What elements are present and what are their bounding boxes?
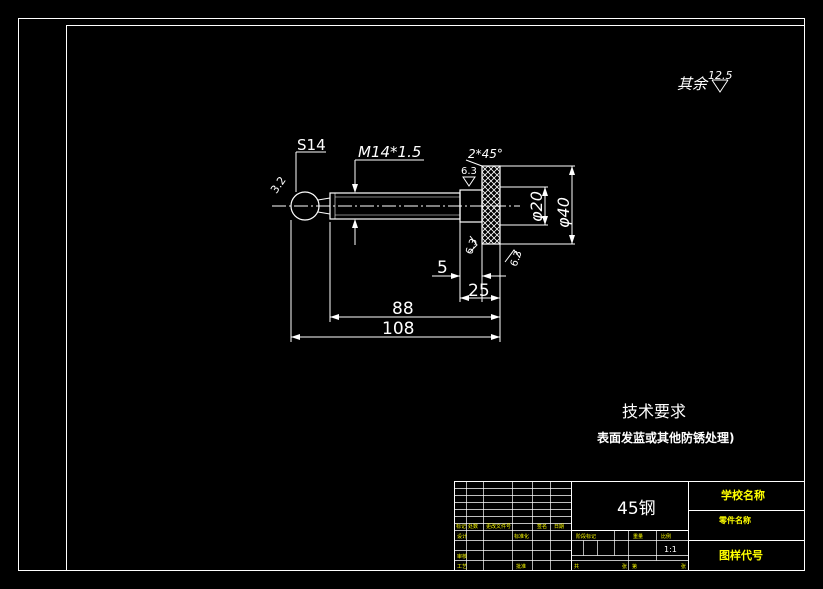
roughness-label-top: 6.3: [461, 166, 477, 177]
dim-88-arrow-b: [491, 314, 500, 320]
part-drawing: [272, 165, 520, 274]
tb-sheet-no-unit: 张: [681, 563, 686, 570]
tb-file: 更改文件号: [486, 523, 511, 530]
thread-label: M14*1.5: [358, 143, 421, 161]
drawing-frame: [66, 25, 805, 571]
title-block-text: 45钢 学校名称 零件名称 图样代号 1:1 标记 处数 更改文件号 签名 日期…: [456, 488, 765, 570]
knurl-pattern: [482, 166, 500, 274]
scale-label: 1:1: [664, 545, 677, 554]
tb-weight: 重量: [633, 533, 643, 540]
dim-25-label: 25: [468, 281, 490, 301]
tb-standard: 标准化: [514, 533, 529, 540]
general-roughness-note: 其余 12.5: [677, 69, 733, 93]
tb-sheet-unit: 张: [622, 563, 627, 570]
ball-end: [290, 191, 320, 221]
dimensions: S14 3.2 M14*1.5 2*45° 6.3 6.3 6.3 φ20: [268, 136, 575, 342]
d20-arrow-bottom: [542, 216, 548, 225]
d40-arrow-bottom: [569, 235, 575, 244]
knurl-line: [482, 237, 489, 244]
chamfer-label: 2*45°: [468, 147, 503, 161]
d20-label: φ20: [527, 191, 546, 222]
title-block: [454, 481, 805, 571]
drawing-no-label: 图样代号: [719, 548, 763, 562]
neck-top: [317, 197, 331, 201]
tb-ratio: 比例: [661, 533, 671, 540]
roughness-label-left: 6.3: [464, 237, 480, 256]
knurl-line: [493, 237, 500, 244]
dim-5-arrow-a: [451, 273, 460, 279]
dim-88-label: 88: [392, 299, 414, 319]
tb-count: 处数: [468, 523, 478, 530]
outer-border: [18, 18, 805, 571]
roughness-icon-right: [504, 249, 521, 263]
tb-left-grid: [454, 481, 572, 571]
knurl-line: [482, 256, 500, 274]
tb-date: 日期: [554, 524, 564, 530]
dim-5-arrow-b: [482, 273, 491, 279]
tb-mid-grid: [571, 530, 689, 571]
d20-arrow-top: [542, 187, 548, 196]
sphere-label: S14: [297, 136, 326, 154]
tb-sign: 签名: [537, 523, 547, 530]
dim-5-label: 5: [437, 258, 448, 278]
tb-design: 设计: [457, 533, 467, 540]
tb-review: 审核: [457, 553, 467, 560]
knurl-line: [482, 256, 500, 274]
dim-108-label: 108: [382, 319, 414, 339]
roughness-note-prefix: 其余: [677, 75, 709, 93]
neck-bottom: [317, 211, 331, 215]
dim-88-arrow-a: [330, 314, 339, 320]
dim-25-arrow-a: [460, 295, 469, 301]
knurled-knob: [481, 165, 501, 245]
chamfer-leader: [465, 159, 483, 167]
knurl-line: [482, 250, 500, 268]
material-label: 45钢: [617, 499, 656, 519]
tb-sheet-total: 共: [574, 563, 579, 570]
tb-sheet-no: 第: [632, 563, 637, 570]
knurl-line: [482, 250, 500, 268]
tb-approve: 批准: [516, 563, 526, 570]
roughness-note-value: 12.5: [708, 69, 733, 82]
knurl-line: [487, 231, 500, 244]
tb-process: 工艺: [457, 564, 467, 570]
knurl-line: [482, 243, 483, 244]
tech-req-title: 技术要求: [622, 402, 686, 421]
roughness-label-right: 6.3: [509, 249, 525, 268]
roughness-icon-left: [469, 235, 478, 253]
tech-req-line1: 表面发蓝或其他防锈处理): [596, 430, 735, 445]
technical-requirements: 技术要求 表面发蓝或其他防锈处理): [596, 402, 735, 445]
thread-arrow-top: [352, 184, 358, 193]
dim-25-arrow-b: [491, 295, 500, 301]
roughness-icon-top: [462, 176, 476, 187]
roughness-symbol-icon: [711, 79, 729, 93]
tb-mark: 标记: [456, 523, 466, 530]
knurl-line: [499, 243, 500, 244]
school-label: 学校名称: [721, 488, 765, 502]
d40-label: φ40: [554, 197, 573, 228]
dim-108-arrow-a: [291, 334, 300, 340]
thread-arrow-bottom: [352, 219, 358, 228]
d40-arrow-top: [569, 166, 575, 175]
part-name-label: 零件名称: [718, 515, 751, 525]
tb-stage-mark: 阶段标记: [576, 533, 596, 540]
ball-roughness-label: 3.2: [268, 174, 289, 196]
dim-108-arrow-b: [491, 334, 500, 340]
title-block-frame: [454, 481, 805, 571]
